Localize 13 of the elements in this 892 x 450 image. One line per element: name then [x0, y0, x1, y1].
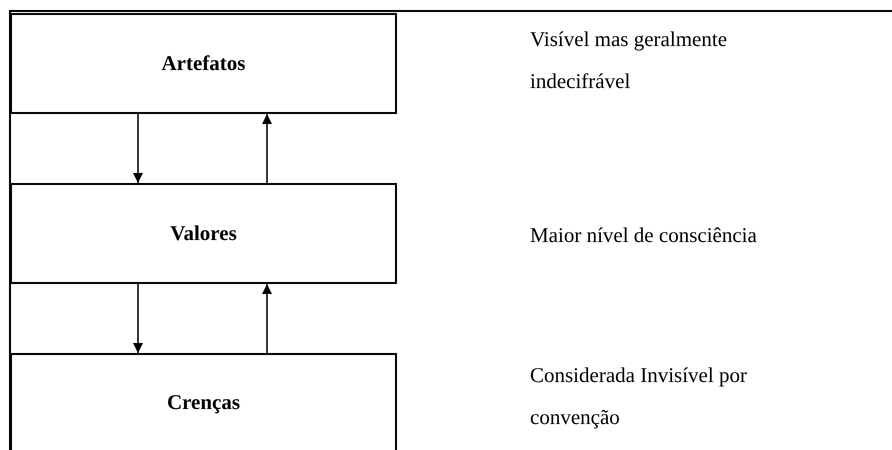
- level-label: Crenças: [166, 390, 240, 415]
- level-box: [10, 183, 397, 284]
- arrow: [133, 114, 143, 183]
- level-label: Valores: [170, 221, 237, 246]
- level-box: [10, 13, 397, 114]
- level-description: Maior nível de consciência: [530, 222, 758, 249]
- arrow: [262, 284, 272, 353]
- level-description: Visível mas geralmente indecifrável: [530, 26, 728, 95]
- arrow: [133, 284, 143, 353]
- arrow: [262, 114, 272, 183]
- level-description: Considerada Invisível por convenção: [530, 362, 748, 431]
- level-box: [10, 353, 397, 450]
- level-label: Artefatos: [162, 51, 246, 76]
